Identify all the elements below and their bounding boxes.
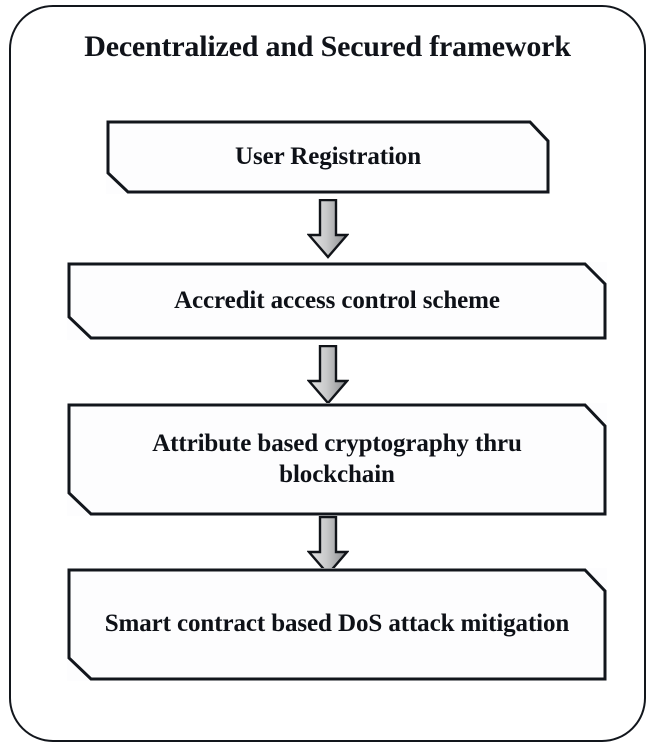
process-step-label: Accredit access control scheme — [174, 286, 500, 314]
arrow-down-icon — [307, 345, 349, 405]
process-step-attribute-based-cryptography[interactable]: Attribute based cryptography thru blockc… — [67, 403, 607, 516]
process-step-user-registration[interactable]: User Registration — [106, 120, 550, 194]
chamfered-box-shape — [106, 120, 550, 194]
chamfered-box-shape — [67, 403, 607, 516]
arrow-down-icon — [307, 199, 349, 259]
process-step-accredit-access-control[interactable]: Accredit access control scheme — [67, 262, 607, 340]
page-title: Decentralized and Secured framework — [84, 30, 571, 63]
process-step-label: User Registration — [235, 142, 421, 170]
process-step-smart-contract-dos-mitigation[interactable]: Smart contract based DoS attack mitigati… — [67, 568, 607, 681]
process-step-label: Attribute based cryptography thru blockc… — [152, 430, 522, 488]
chamfered-box-shape — [67, 568, 607, 681]
process-step-label: Smart contract based DoS attack mitigati… — [104, 610, 570, 638]
arrow-down-icon — [307, 516, 349, 576]
chamfered-box-shape — [67, 262, 607, 340]
